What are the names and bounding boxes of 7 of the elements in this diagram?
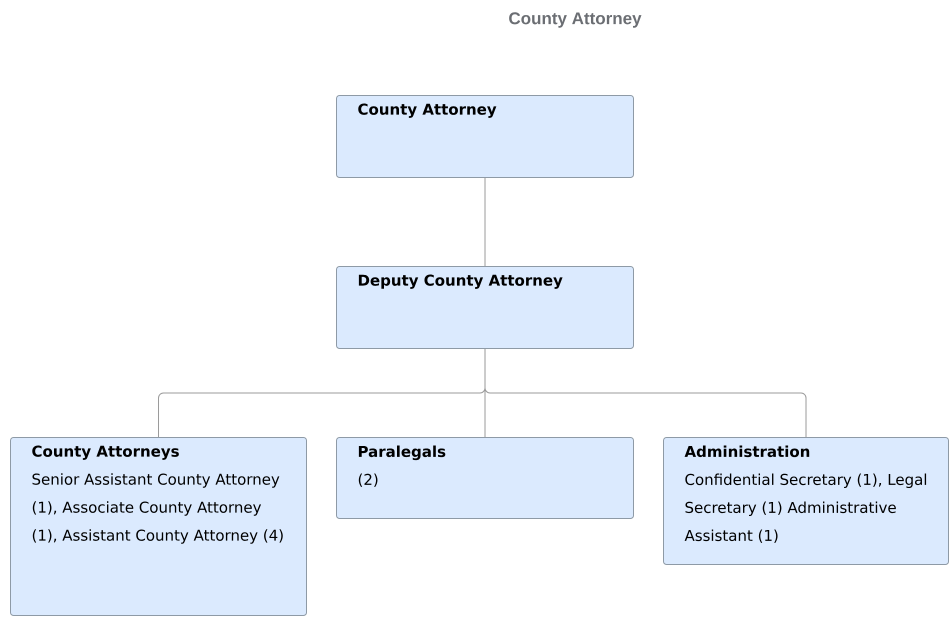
org-box: Administration Confidential Secretary (1), Legal Secretary (1) Administrative Assistant (1)	[663, 437, 949, 565]
org-box: County Attorney	[336, 95, 634, 178]
title: County Attorney	[509, 12, 642, 28]
org-box: County Attorneys Senior Assistant County Attorney (1), Associate County Attorney (1), Assistant County Attorney (4)	[10, 437, 307, 616]
org-box: Paralegals (2)	[336, 437, 634, 519]
org-box: Deputy County Attorney	[336, 266, 634, 349]
connector-line	[484, 178, 486, 266]
